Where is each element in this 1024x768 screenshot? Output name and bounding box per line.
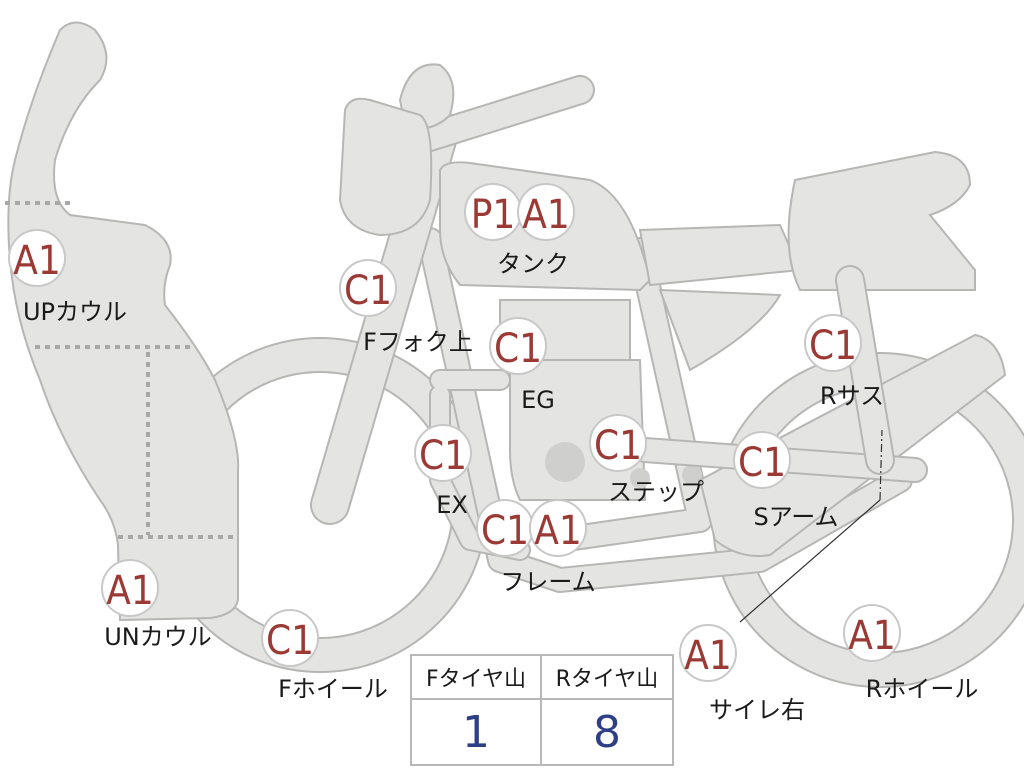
svg-text:C1: C1 <box>809 323 857 369</box>
badge-step[interactable]: C1 <box>589 414 647 472</box>
svg-text:C1: C1 <box>481 508 529 554</box>
badge-eg[interactable]: C1 <box>489 317 547 375</box>
label-frame: フレーム <box>500 568 595 596</box>
badge-f-wheel[interactable]: C1 <box>261 609 319 667</box>
label-tank: タンク <box>497 250 569 278</box>
badge-frame-a1[interactable]: A1 <box>529 499 587 557</box>
label-un-cowl: UNカウル <box>104 623 212 651</box>
label-f-wheel: Fホイール <box>278 675 388 703</box>
svg-text:A1: A1 <box>13 238 61 284</box>
label-ex: EX <box>436 491 468 519</box>
label-s-arm: Sアーム <box>753 503 838 531</box>
label-eg: EG <box>521 386 555 414</box>
badge-tank-p1[interactable]: P1 <box>464 183 522 241</box>
svg-text:P1: P1 <box>471 192 516 238</box>
label-r-wheel: Rホイール <box>866 675 979 703</box>
badge-silencer-right[interactable]: A1 <box>679 624 737 682</box>
f-tire-tread-header: Fタイヤ山 <box>412 656 542 700</box>
svg-text:A1: A1 <box>848 613 896 659</box>
seat-shape <box>638 223 802 287</box>
badge-up-cowl[interactable]: A1 <box>8 229 66 287</box>
r-tire-tread-value: 8 <box>593 706 621 758</box>
svg-text:C1: C1 <box>344 268 392 314</box>
badge-s-arm[interactable]: C1 <box>733 431 791 489</box>
badge-frame-c1[interactable]: C1 <box>476 499 534 557</box>
svg-text:C1: C1 <box>419 433 467 479</box>
r-tire-tread-header: Rタイヤ山 <box>542 656 672 700</box>
silencer-leader-dash <box>879 429 883 501</box>
f-tire-tread-value: 1 <box>412 700 542 764</box>
svg-text:C1: C1 <box>494 326 542 372</box>
svg-text:A1: A1 <box>106 568 154 614</box>
label-silencer-right: サイレ右 <box>709 696 805 724</box>
label-step: ステップ <box>608 478 704 506</box>
tail-shape <box>787 150 976 291</box>
label-f-fork-upper: Fフォク上 <box>363 328 473 356</box>
badge-tank-a1[interactable]: A1 <box>517 183 575 241</box>
badge-r-sus[interactable]: C1 <box>804 314 862 372</box>
label-up-cowl: UPカウル <box>23 298 127 326</box>
badge-un-cowl[interactable]: A1 <box>101 559 159 617</box>
badge-ex[interactable]: C1 <box>414 424 472 482</box>
svg-text:C1: C1 <box>738 440 786 486</box>
cowl-panel-dashes <box>5 201 238 539</box>
svg-text:A1: A1 <box>684 633 732 679</box>
headlight-shape <box>338 97 433 237</box>
silencer-leader-line <box>739 499 881 623</box>
badge-r-wheel[interactable]: A1 <box>843 604 901 662</box>
badge-f-fork-upper[interactable]: C1 <box>339 259 397 317</box>
svg-text:C1: C1 <box>266 618 314 664</box>
side-cover-shape <box>658 288 782 372</box>
label-r-sus: Rサス <box>820 382 884 410</box>
svg-text:A1: A1 <box>534 508 582 554</box>
svg-text:A1: A1 <box>522 192 570 238</box>
handlebar-shape <box>398 63 595 155</box>
tire-tread-table: Fタイヤ山 Rタイヤ山 1 8 <box>410 654 674 766</box>
svg-text:C1: C1 <box>594 423 642 469</box>
